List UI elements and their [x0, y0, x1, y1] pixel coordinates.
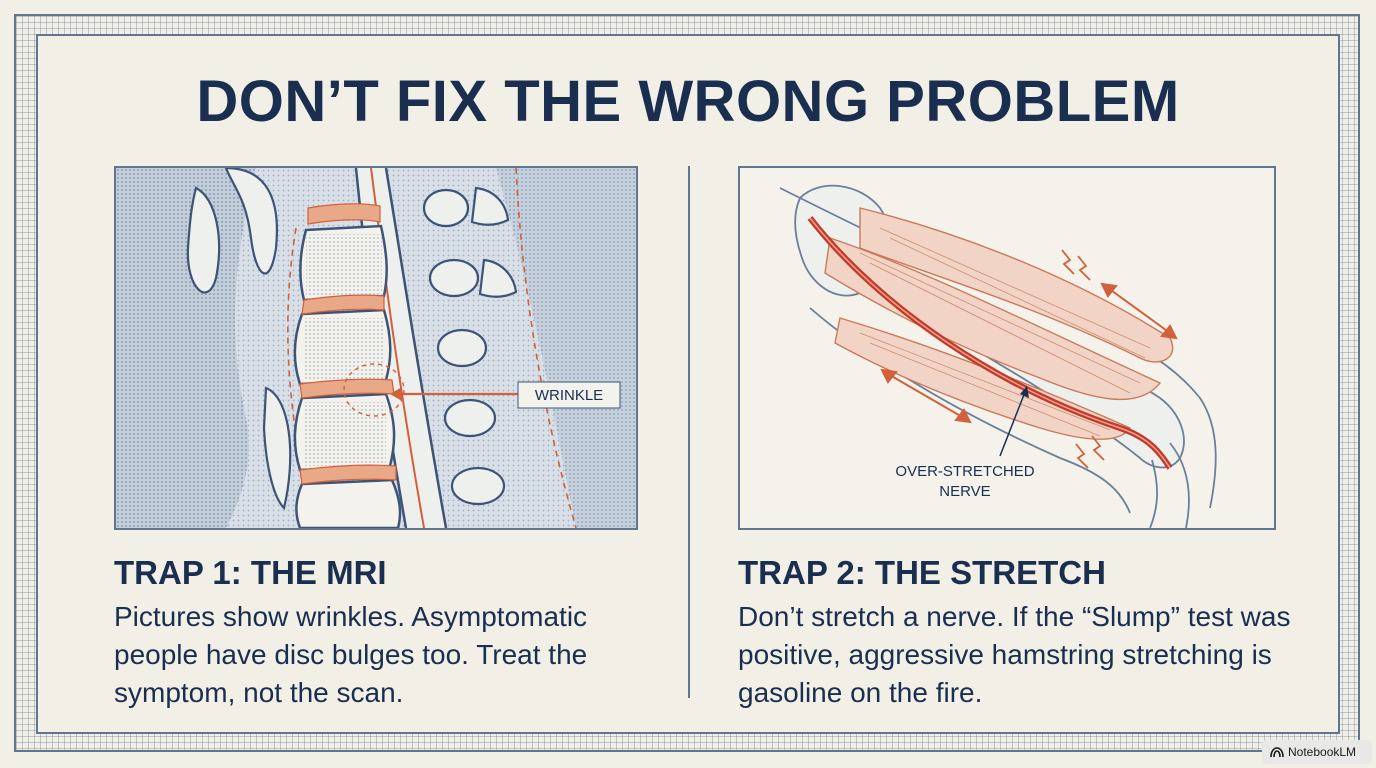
- badge-label: NotebookLM: [1288, 745, 1357, 759]
- trap1-heading: TRAP 1: THE MRI: [114, 554, 387, 591]
- hamstring-nerve-illustration: OVER-STRETCHED NERVE: [738, 166, 1276, 530]
- nerve-callout-line1: OVER-STRETCHED: [895, 463, 1034, 480]
- wrinkle-callout-label: WRINKLE: [535, 387, 603, 404]
- mri-illustration: WRINKLE: [114, 166, 638, 530]
- page-title: DON’T FIX THE WRONG PROBLEM: [196, 69, 1180, 134]
- trap2-body: Don’t stretch a nerve. If the “Slump” te…: [738, 601, 1291, 708]
- notebooklm-badge: NotebookLM: [1262, 740, 1372, 764]
- trap1-body: Pictures show wrinkles. Asymptomatic peo…: [114, 601, 588, 708]
- notebooklm-logo-icon: [1270, 747, 1284, 758]
- column-divider: [688, 166, 690, 698]
- trap2-heading: TRAP 2: THE STRETCH: [738, 554, 1106, 591]
- nerve-callout-line2: NERVE: [939, 483, 990, 500]
